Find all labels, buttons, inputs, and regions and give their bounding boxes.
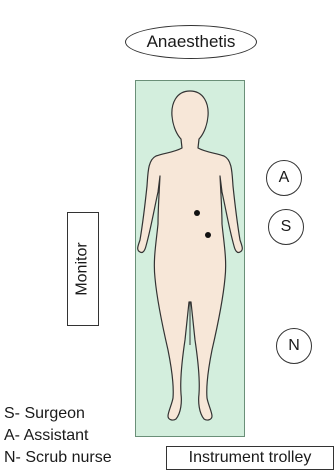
- instrument-trolley-label: Instrument trolley: [189, 449, 312, 467]
- nurse-label: N: [288, 337, 300, 355]
- surgeon-circle: S: [268, 209, 304, 245]
- nurse-circle: N: [276, 328, 312, 364]
- legend-assistant: A- Assistant: [4, 426, 88, 446]
- incision-dot-1: [194, 210, 200, 216]
- assistant-circle: A: [266, 160, 302, 196]
- legend-scrub-nurse: N- Scrub nurse: [4, 448, 112, 468]
- monitor-box: Monitor: [67, 212, 99, 326]
- surgeon-label: S: [281, 218, 292, 236]
- assistant-label: A: [279, 169, 290, 187]
- monitor-label: Monitor: [74, 242, 92, 295]
- legend-surgeon: S- Surgeon: [4, 404, 85, 424]
- patient-body: [138, 91, 243, 420]
- instrument-trolley-box: Instrument trolley: [166, 446, 334, 470]
- incision-dot-2: [205, 232, 211, 238]
